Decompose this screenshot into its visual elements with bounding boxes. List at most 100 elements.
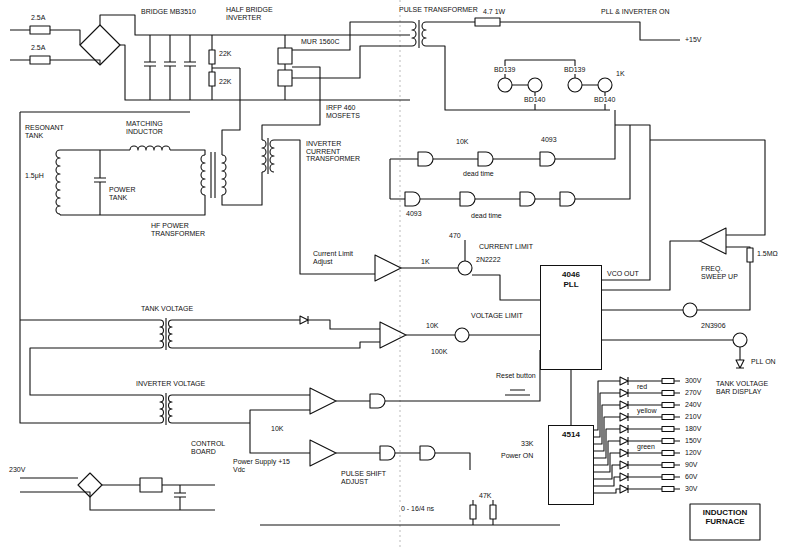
- schematic-label: 2N2222: [475, 256, 502, 264]
- schematic-label: MATCHING INDUCTOR: [125, 120, 182, 135]
- schematic-label: VCO OUT: [606, 270, 640, 278]
- schematic-label: PLL ON: [750, 358, 777, 366]
- schematic-label: CONTROL BOARD: [190, 440, 232, 455]
- wire: [10, 15, 765, 525]
- schematic-label: 270V: [684, 389, 702, 397]
- schematic-label: 180V: [684, 425, 702, 433]
- schematic-label: PULSE SHIFT ADJUST: [340, 470, 392, 485]
- diode-symbol: [300, 316, 744, 368]
- schematic-label: 1K: [420, 258, 431, 266]
- schematic-label: HALF BRIDGE INVERTER: [225, 6, 282, 21]
- logic-gate: [420, 446, 435, 460]
- schematic-label: 2.5A: [30, 14, 46, 22]
- transistor-symbol: [455, 328, 469, 342]
- schematic-label: green: [636, 443, 656, 451]
- schematic-label: TANK VOLTAGE BAR DISPLAY: [715, 380, 777, 395]
- transistor-symbol: [683, 303, 697, 317]
- logic-gate: [478, 152, 493, 166]
- schematic-label: 230V: [8, 466, 26, 474]
- schematic-label: RESONANT TANK: [24, 124, 71, 139]
- schematic-label: Power ON: [500, 452, 537, 460]
- schematic-label: 90V: [684, 461, 698, 469]
- schematic-label: BD140: [593, 96, 616, 104]
- chip-label: 4046: [545, 270, 597, 280]
- schematic-label: POWER TANK: [108, 186, 145, 201]
- coil-symbol: [56, 20, 426, 425]
- schematic-label: IRFP 460 MOSFETS: [325, 104, 367, 119]
- schematic-label: 30V: [684, 485, 698, 493]
- chip-label: PLL: [545, 280, 597, 290]
- schematic-label: +15V: [684, 36, 703, 44]
- logic-gate: [418, 152, 433, 166]
- transistor-symbol: [458, 261, 472, 275]
- schematic-label: 47K: [478, 492, 492, 500]
- schematic-label: 1.5MΩ: [756, 250, 779, 258]
- transistor-symbol: [568, 78, 582, 92]
- transistor-symbol: [733, 333, 747, 347]
- op-amp-symbol: [310, 228, 726, 466]
- transistor-symbol: [528, 78, 542, 92]
- schematic-label: Power Supply +15 Vdc: [232, 458, 294, 473]
- schematic-label: 240V: [684, 401, 702, 409]
- schematic-label: BD139: [493, 66, 516, 74]
- schematic-label: INVERTER CURRENT TRANSFORMER: [305, 140, 369, 163]
- schematic-label: red: [636, 383, 648, 391]
- schematic-label: yellow: [636, 407, 657, 415]
- schematic-label: TANK VOLTAGE: [140, 305, 194, 313]
- schematic-label: 4093: [540, 136, 558, 144]
- schematic-label: BRIDGE MB3510: [140, 8, 197, 16]
- schematic-label: FREQ. SWEEP UP: [700, 265, 747, 280]
- schematic-label: dead time: [462, 170, 495, 178]
- mosfet-symbol: [278, 48, 292, 86]
- logic-gate: [560, 192, 575, 206]
- schematic-label: MUR 1560C: [300, 38, 341, 46]
- transistor-symbol: [598, 78, 612, 92]
- title-block: [690, 504, 760, 540]
- schematic-label: 120V: [684, 449, 702, 457]
- schematic-label: 10K: [425, 322, 439, 330]
- logic-gate: [405, 192, 420, 206]
- schematic-label: Current Limit Adjust: [312, 250, 359, 265]
- schematic-label: 22K: [218, 50, 232, 58]
- schematic-label: 470: [448, 232, 462, 240]
- resistor-symbol: [30, 18, 753, 519]
- schematic-label: 300V: [684, 377, 702, 385]
- schematic-label: 4093: [405, 210, 423, 218]
- logic-gate: [380, 446, 395, 460]
- logic-gate: [540, 152, 555, 166]
- capacitor-symbol: [94, 35, 196, 510]
- schematic-label: 210V: [684, 413, 702, 421]
- schematic-label: 33K: [520, 440, 534, 448]
- transistor-symbol: [498, 78, 512, 92]
- schematic-label: HF POWER TRANSFORMER: [150, 222, 207, 237]
- schematic-label: INVERTER VOLTAGE: [135, 380, 206, 388]
- schematic-label: 22K: [218, 78, 232, 86]
- schematic-label: Reset button: [495, 372, 537, 380]
- schematic-label: BD140: [523, 96, 546, 104]
- bridge-rectifier: [78, 25, 120, 497]
- schematic-label: 1K: [615, 70, 626, 78]
- logic-gate: [460, 192, 475, 206]
- logic-gate: [520, 192, 535, 206]
- ic-chip: 4046PLL: [540, 265, 602, 370]
- schematic-label: PULSE TRANSFORMER: [398, 6, 479, 14]
- schematic-label: 100K: [430, 348, 448, 356]
- connector-wire: [570, 370, 571, 425]
- schematic-label: 1.5μH: [24, 172, 45, 180]
- logic-gate: [370, 394, 385, 408]
- paper-fold: [400, 0, 401, 548]
- schematic-label: 10K: [455, 138, 469, 146]
- schematic-label: 60V: [684, 473, 698, 481]
- schematic-label: 2N3906: [700, 322, 727, 330]
- schematic-label: 150V: [684, 437, 702, 445]
- led-symbol: [620, 377, 628, 493]
- chip-label: 4514: [553, 430, 589, 440]
- schematic-label: 10K: [270, 425, 284, 433]
- schematic-label: PLL & INVERTER ON: [600, 8, 672, 16]
- schematic-label: 4.7 1W: [482, 8, 506, 16]
- drawing-title: INDUCTION FURNACE: [694, 508, 756, 526]
